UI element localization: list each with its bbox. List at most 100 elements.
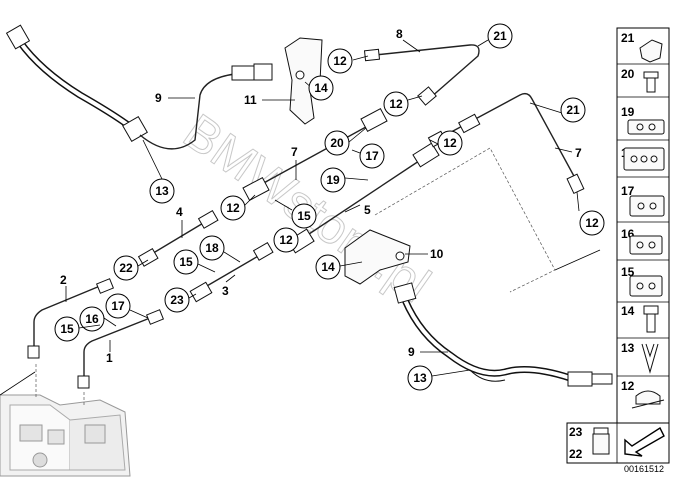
legend-item-22-label: 22	[569, 447, 583, 461]
callout-14-b: 14	[315, 254, 363, 280]
pipe-7	[427, 92, 585, 195]
part-label-11: 11	[244, 93, 295, 107]
hose-9-top	[5, 24, 273, 150]
part-label-9-top: 9	[155, 91, 195, 105]
legend-item-12: 12	[621, 379, 665, 409]
callout-19: 19	[320, 167, 369, 193]
callout-13-a-text: 13	[155, 184, 169, 198]
callout-15-a: 15	[274, 199, 317, 229]
legend-item-18: 18	[621, 146, 665, 171]
part-label-8: 8	[396, 27, 421, 53]
diagram-number: 00161512	[624, 464, 664, 474]
callout-23-text: 23	[170, 293, 184, 307]
callout-12-e-text: 12	[279, 233, 293, 247]
callout-14-a-text: 14	[314, 81, 328, 95]
abs-unit	[0, 364, 131, 477]
legend-item-20-label: 20	[621, 67, 635, 81]
callout-12-d: 12	[220, 194, 256, 221]
pipe-8	[363, 44, 480, 106]
callout-19-text: 19	[326, 173, 340, 187]
legend-item-12-label: 12	[621, 379, 635, 393]
callout-14-a: 14	[304, 75, 334, 101]
legend-item-20: 20	[621, 67, 659, 93]
callout-23: 23	[164, 287, 197, 313]
callout-13-b: 13	[407, 365, 471, 391]
callout-18: 18	[199, 235, 241, 263]
callout-12-f-text: 12	[585, 216, 599, 230]
callout-15-b-text: 15	[179, 255, 193, 269]
legend-item-23-22-icon	[592, 427, 610, 455]
bracket-10	[344, 229, 411, 285]
callout-21-a-text: 21	[493, 29, 507, 43]
legend-item-23-label: 23	[569, 425, 583, 439]
legend-item-14: 14	[621, 304, 659, 333]
callout-15-c: 15	[54, 316, 101, 342]
part-label-2-text: 2	[60, 273, 67, 287]
legend-item-15: 15	[621, 265, 663, 297]
part-label-8-text: 8	[396, 27, 403, 41]
callout-12-e: 12	[273, 227, 299, 253]
pipe-6	[242, 107, 388, 202]
part-label-6: 7	[291, 145, 298, 180]
pipe-2	[27, 278, 115, 359]
legend-item-15-label: 15	[621, 265, 635, 279]
part-label-9-top-text: 9	[155, 91, 162, 105]
part-label-10-text: 10	[430, 247, 444, 261]
callout-16-text: 16	[85, 312, 99, 326]
part-label-7: 7	[554, 146, 582, 160]
callout-12-a-text: 12	[333, 54, 347, 68]
pipe-1	[77, 309, 165, 389]
part-label-3-text: 3	[222, 284, 229, 298]
legend-item-13: 13	[621, 341, 659, 374]
guide-lines	[374, 147, 601, 293]
part-label-4: 4	[176, 205, 183, 238]
callout-17-a: 17	[351, 143, 385, 169]
callout-12-c: 12	[429, 130, 463, 156]
callout-20: 20	[324, 127, 367, 156]
callout-12-b: 12	[383, 91, 423, 117]
part-label-4-text: 4	[176, 205, 183, 219]
legend-item-19: 19	[621, 105, 665, 135]
legend-item-14-label: 14	[621, 304, 635, 318]
callout-22-text: 22	[119, 261, 133, 275]
part-label-9-bottom-text: 9	[408, 345, 415, 359]
callout-15-c-text: 15	[60, 322, 74, 336]
part-label-11-text: 11	[244, 93, 257, 107]
callout-21-b-text: 21	[566, 103, 580, 117]
arrow-icon	[624, 426, 665, 457]
callout-12-d-text: 12	[226, 201, 240, 215]
callout-14-b-text: 14	[321, 260, 335, 274]
part-label-6-text: 7	[291, 145, 298, 159]
part-label-7-text: 7	[575, 146, 582, 160]
part-label-2: 2	[60, 273, 67, 302]
legend-item-17: 17	[621, 184, 665, 217]
pipe-3	[189, 241, 274, 303]
legend-item-21: 21	[621, 31, 663, 63]
part-label-1-text: 1	[106, 351, 113, 365]
legend-panel: 21 20 19 18 17 16	[616, 27, 670, 424]
callout-15-a-text: 15	[297, 209, 311, 223]
callout-17-a-text: 17	[365, 149, 379, 163]
callout-22: 22	[113, 255, 149, 281]
legend-item-13-label: 13	[621, 341, 635, 355]
callout-13-b-text: 13	[413, 371, 427, 385]
part-label-9-bottom: 9	[408, 345, 448, 359]
callout-18-text: 18	[205, 241, 219, 255]
part-label-5-text: 5	[364, 203, 371, 217]
legend-item-19-label: 19	[621, 105, 635, 119]
callout-20-text: 20	[330, 136, 344, 150]
legend-item-21-label: 21	[621, 31, 635, 45]
callout-17-b-text: 17	[111, 299, 125, 313]
bracket-11	[284, 37, 323, 125]
part-label-5: 5	[344, 203, 371, 217]
callout-12-b-text: 12	[389, 97, 403, 111]
callout-21-b: 21	[529, 97, 586, 123]
callout-15-b: 15	[173, 249, 216, 275]
callout-21-a: 21	[477, 23, 513, 49]
pipe-4	[137, 209, 219, 267]
part-label-10: 10	[405, 247, 444, 261]
callout-13-a: 13	[142, 139, 175, 204]
legend-bottom-box: 23 22	[566, 422, 670, 464]
